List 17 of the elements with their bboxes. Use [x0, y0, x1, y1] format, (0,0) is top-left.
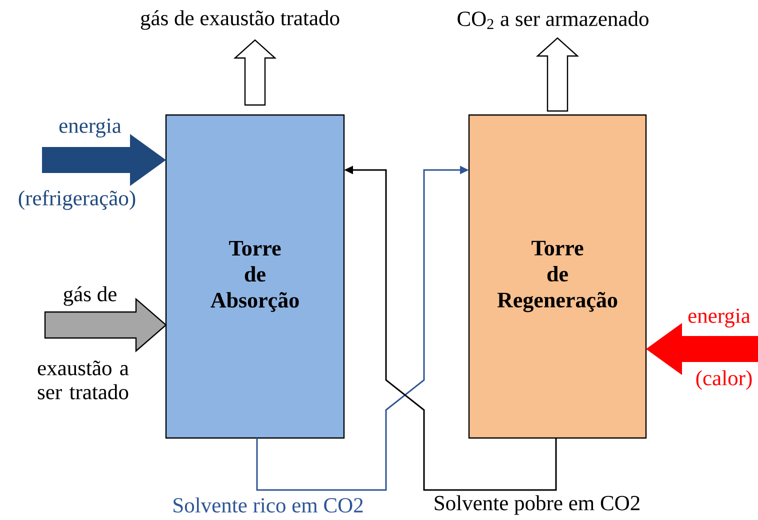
- flow-label: (refrigeração): [18, 190, 136, 210]
- flow-label: energia: [688, 308, 750, 328]
- block-arrow: [42, 134, 166, 186]
- tower-box: Torre de Regeneração: [468, 114, 647, 439]
- edge-label: Solvente rico em CO2: [171, 496, 365, 514]
- block-arrow: [646, 323, 758, 375]
- output-label: CO$_{2}$ a ser armazenado: [458, 11, 648, 30]
- output-label: gás de exaustão tratado: [140, 10, 340, 30]
- block-arrow: [44, 298, 167, 352]
- flow-label: energia: [59, 118, 122, 138]
- edge-label: Solvente pobre em CO2: [432, 494, 642, 516]
- block-arrow: [233, 39, 277, 106]
- block-arrow: [536, 37, 580, 112]
- tower-box: Torre de Absorção: [165, 114, 345, 439]
- flow-label: (calor): [696, 370, 752, 390]
- flow-label: exaustão a ser tratado: [38, 360, 129, 400]
- flow-label: gás de: [64, 286, 116, 306]
